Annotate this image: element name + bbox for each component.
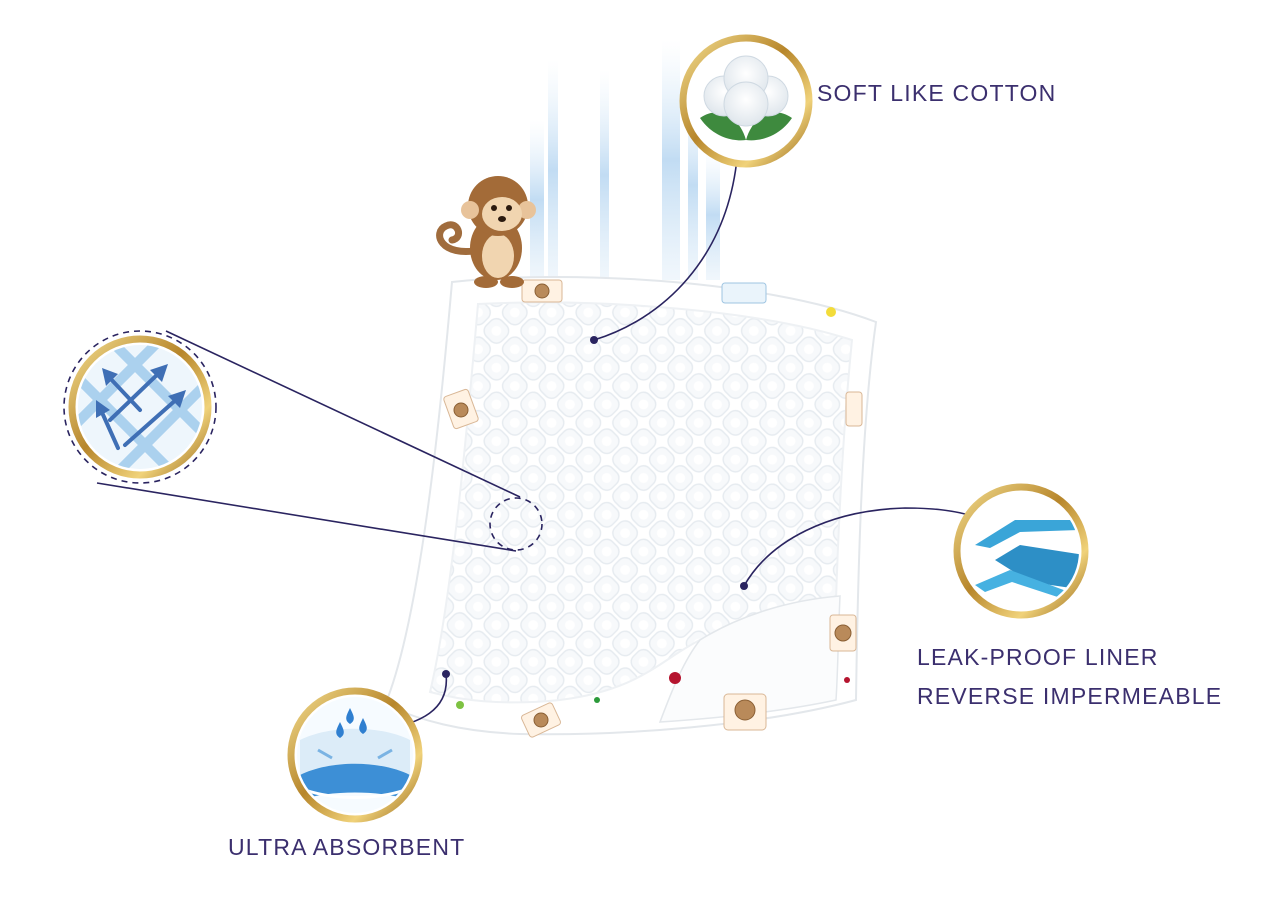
- ultra-absorbent-label: ULTRA ABSORBENT: [228, 834, 466, 860]
- layers-icon: [953, 483, 1089, 619]
- leak-proof-liner-label: LEAK-PROOF LINER: [917, 644, 1159, 670]
- soft-like-cotton-label: SOFT LIKE COTTON: [817, 80, 1057, 106]
- zoom-leader-bottom: [96, 482, 517, 552]
- underpad: [383, 275, 878, 738]
- cotton-icon: [679, 34, 813, 168]
- zoom-target-circle: [489, 497, 543, 551]
- monkey-mascot-icon: [436, 176, 536, 288]
- water-drops-icon: [287, 687, 423, 823]
- reverse-impermeable-label: REVERSE IMPERMEABLE: [917, 683, 1223, 709]
- zoom-leader-top: [165, 330, 521, 498]
- soft-leader-line: [593, 147, 739, 341]
- leak-leader-line: [743, 507, 983, 587]
- arrows-grid-icon: [63, 330, 217, 484]
